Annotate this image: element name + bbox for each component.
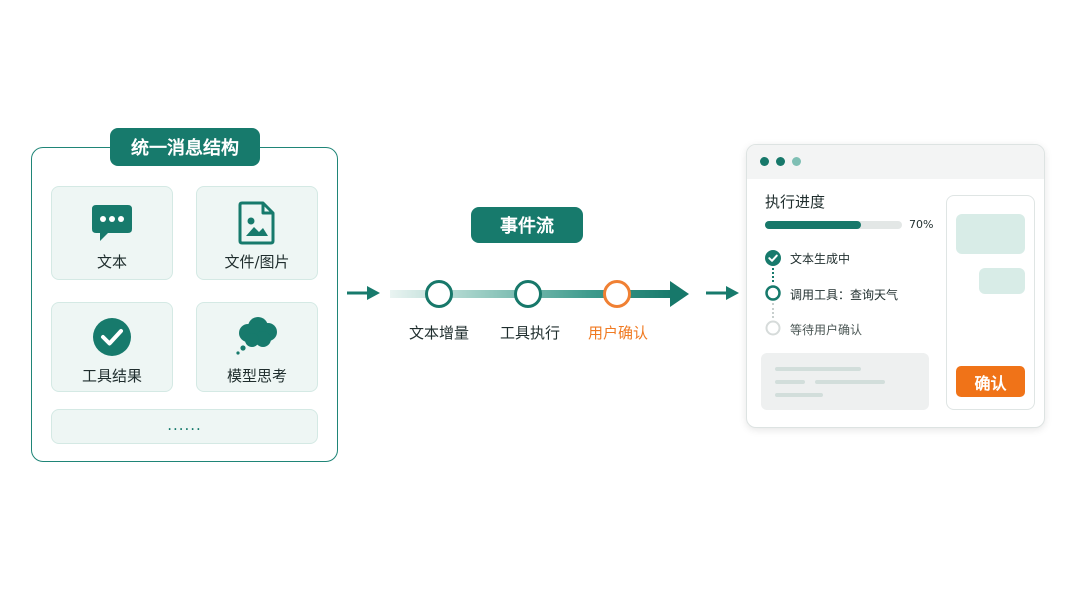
flow-title: 事件流 [471,207,583,243]
card-tool-result: 工具结果 [51,302,173,392]
window-dot [792,157,801,166]
placeholder-line [775,393,823,397]
flow-node-tool-exec [514,280,542,308]
window-dot [760,157,769,166]
ellipsis: ...... [167,416,202,434]
panel-title: 统一消息结构 [110,128,260,166]
check-circle-icon [92,317,132,361]
flow-label-user-confirm: 用户确认 [587,324,648,342]
card-label: 文本 [96,253,127,271]
card-file-image: 文件/图片 [196,186,318,280]
progress-bar [765,221,902,229]
placeholder-line [775,367,861,371]
confirm-button[interactable]: 确认 [956,366,1025,397]
flow-node-text-delta [425,280,453,308]
card-model-thinking: 模型思考 [196,302,318,392]
image-file-icon [238,201,276,249]
placeholder-line [775,380,805,384]
step-label: 等待用户确认 [790,323,863,337]
step-pending-icon [765,320,781,340]
flow-label-text-delta: 文本增量 [408,324,469,342]
placeholder-line [815,380,885,384]
step-connector [772,303,774,318]
step-active-icon [765,285,781,305]
card-more: ...... [51,409,318,444]
chat-bubble-icon [90,203,134,247]
flow-node-user-confirm [603,280,631,308]
arrow-right-icon [705,284,741,302]
placeholder-block [956,214,1025,254]
app-window: 执行进度 70% 文本生成中 调用工具：查询天气 等待用户确认 确认 [746,144,1045,428]
card-label: 文件/图片 [224,253,290,271]
arrow-right-icon [346,284,382,302]
side-panel: 确认 [946,195,1035,410]
placeholder-card [761,353,929,410]
flow-arrowhead-icon [670,281,690,311]
window-dot [776,157,785,166]
card-label: 模型思考 [226,367,287,385]
card-label: 工具结果 [81,367,142,385]
step-label: 文本生成中 [790,252,851,266]
thought-cloud-icon [234,315,280,361]
progress-percent: 70% [909,218,934,231]
placeholder-block [979,268,1025,294]
step-done-icon [765,250,781,270]
step-label: 调用工具：查询天气 [790,288,899,302]
step-connector [772,268,774,282]
progress-bar-fill [765,221,861,229]
card-text: 文本 [51,186,173,280]
progress-title: 执行进度 [765,193,826,211]
flow-label-tool-exec: 工具执行 [499,324,560,342]
